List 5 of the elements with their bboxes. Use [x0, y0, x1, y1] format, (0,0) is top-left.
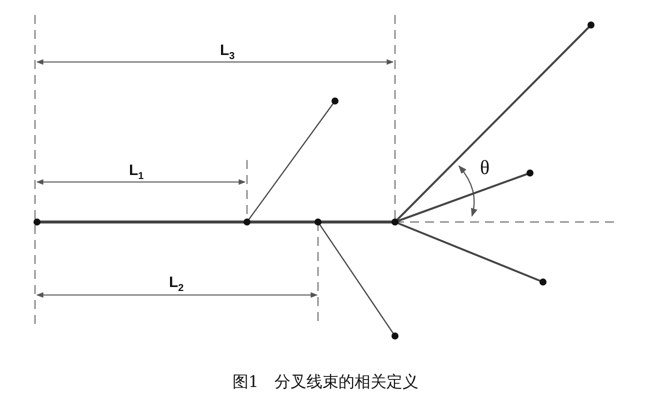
dimension-label: L$_{2}$: [169, 275, 184, 294]
dimension-label: L$_{1}$: [129, 163, 144, 182]
dimension-label: L$_{3}$: [220, 43, 235, 62]
figure-caption: 图1 分叉线束的相关定义: [232, 372, 419, 393]
angle-label: θ: [480, 158, 490, 178]
